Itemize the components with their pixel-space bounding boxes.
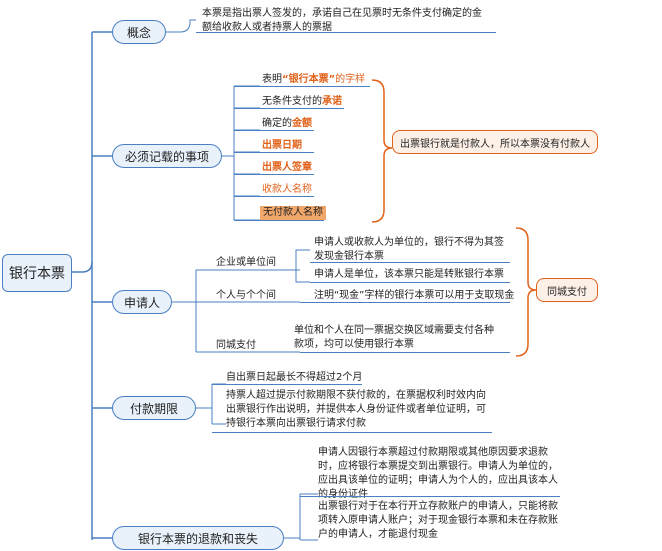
period-node: 付款期限 — [112, 396, 196, 420]
applicant-enterprise-a: 申请人或收款人为单位的，银行不得为其签发现金银行本票 — [314, 237, 504, 262]
applicant-note: 同城支付 — [536, 278, 598, 302]
applicant-person-a: 注明“现金”字样的银行本票可以用于支取现金 — [314, 290, 515, 301]
required-item-4: 出票日期 — [262, 140, 302, 151]
period-a: 自出票日起最长不得超过2个月 — [226, 372, 363, 383]
applicant-enterprise-b: 申请人是单位，该本票只能是转账银行本票 — [314, 269, 504, 280]
root-node: 银行本票 — [2, 254, 72, 292]
required-item-2: 无条件支付的承诺 — [262, 96, 342, 107]
required-node: 必须记载的事项 — [112, 144, 222, 168]
applicant-person-label: 个人与个个间 — [216, 290, 276, 301]
required-item-5: 出票人签章 — [262, 162, 312, 173]
applicant-brace — [515, 227, 537, 357]
required-item-7: 无付款人名称 — [260, 206, 326, 220]
period-b: 持票人超过提示付款期限不获付款的，在票据权利时效内向出票银行作出说明，并提供本人… — [226, 390, 486, 429]
required-brace — [371, 79, 393, 223]
concept-text: 本票是指出票人签发的，承诺自己在见票时无条件支付确定的金额给收款人或者持票人的票… — [202, 8, 482, 33]
refund-b: 出票银行对于在本行开立存款账户的申请人，只能将款项转入原申请人账户；对于现金银行… — [318, 501, 558, 540]
applicant-city-a: 单位和个人在同一票据交换区域需要支付各种款项，均可以使用银行本票 — [294, 325, 494, 350]
applicant-city-label: 同城支付 — [216, 340, 256, 351]
applicant-node: 申请人 — [112, 290, 172, 314]
required-item-1: 表明“银行本票”的字样 — [262, 74, 366, 85]
concept-node: 概念 — [112, 20, 166, 44]
required-item-3: 确定的金额 — [262, 118, 312, 129]
required-note: 出票银行就是付款人，所以本票没有付款人 — [392, 130, 598, 154]
required-item-6: 收款人名称 — [262, 184, 312, 195]
applicant-enterprise-label: 企业或单位间 — [216, 257, 276, 268]
refund-node: 银行本票的退款和丧失 — [112, 526, 284, 550]
concept-underline — [196, 32, 496, 33]
refund-a: 申请人因银行本票超过付款期限或其他原因要求退款时，应将银行本票提交到出票银行。申… — [318, 447, 558, 500]
